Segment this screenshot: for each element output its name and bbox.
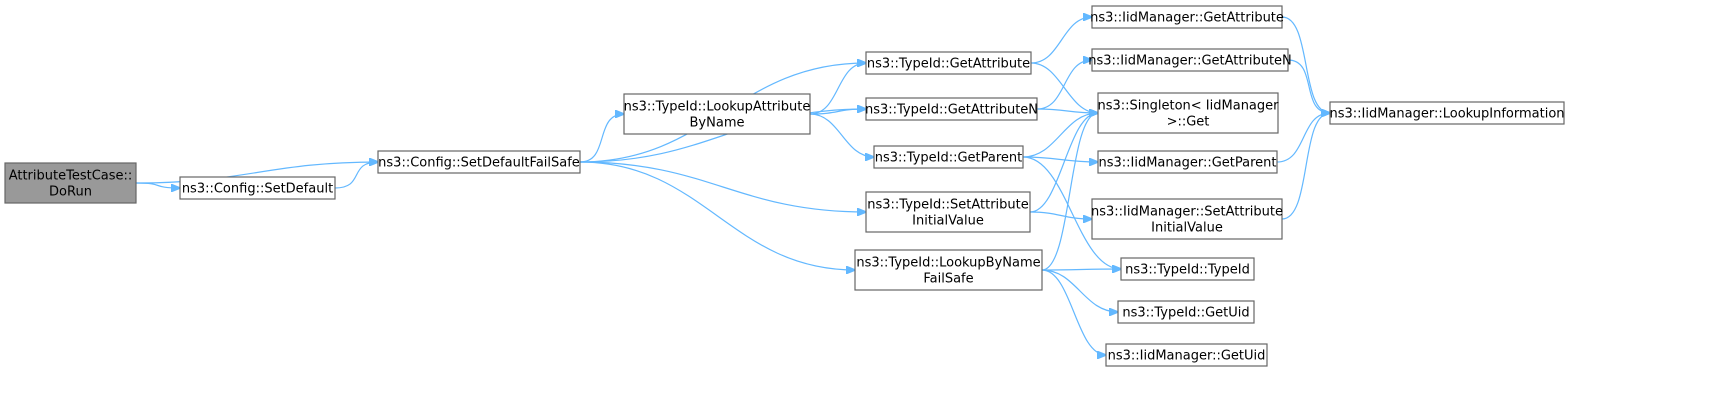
node-singleton_get[interactable]: ns3::Singleton< IidManager>::Get bbox=[1097, 92, 1279, 134]
node-box bbox=[179, 176, 336, 200]
node-label: ns3::IidManager::GetAttributeN bbox=[1088, 54, 1292, 69]
node-label: ns3::TypeId::GetAttribute bbox=[867, 57, 1030, 72]
edge-tid_setattrinit-to-iid_setattrinit bbox=[1029, 211, 1092, 219]
node-label: FailSafe bbox=[923, 272, 973, 287]
node-label: ns3::TypeId::LookupByName bbox=[856, 256, 1040, 271]
node-layer: AttributeTestCase::DoRun ns3::Config::Set… bbox=[4, 5, 1565, 367]
node-box bbox=[1097, 150, 1278, 174]
edge-setdefaultfailsafe-to-tid_setattrinit bbox=[579, 161, 866, 212]
node-tid_typeid[interactable]: ns3::TypeId::TypeId bbox=[1120, 257, 1255, 281]
node-label: DoRun bbox=[49, 185, 92, 200]
node-box bbox=[865, 97, 1038, 121]
node-label: ns3::IidManager::GetParent bbox=[1098, 156, 1276, 171]
node-label: ns3::Config::SetDefaultFailSafe bbox=[378, 156, 580, 171]
edge-lookupattrbyname-to-tid_getattributen bbox=[809, 109, 866, 115]
node-setdefault[interactable]: ns3::Config::SetDefault bbox=[179, 176, 336, 200]
edge-tid_lookupbyname-to-tid_typeid bbox=[1041, 269, 1121, 270]
node-label: AttributeTestCase:: bbox=[9, 169, 133, 184]
edge-setdefaultfailsafe-to-lookupattrbyname bbox=[579, 114, 624, 163]
node-label: InitialValue bbox=[1151, 221, 1223, 236]
node-label: ns3::IidManager::GetAttribute bbox=[1090, 11, 1284, 26]
edge-tid_lookupbyname-to-tid_getuid bbox=[1041, 269, 1118, 312]
edge-layer bbox=[135, 17, 1330, 355]
node-label: ns3::IidManager::LookupInformation bbox=[1329, 107, 1564, 122]
node-box bbox=[865, 51, 1032, 75]
edge-tid_getparent-to-tid_typeid bbox=[1022, 156, 1121, 269]
node-label: ns3::TypeId::GetUid bbox=[1122, 306, 1249, 321]
node-label: ns3::TypeId::SetAttribute bbox=[867, 198, 1029, 213]
node-label: ByName bbox=[690, 116, 745, 131]
edge-dorun-to-setdefaultfailsafe bbox=[135, 162, 378, 184]
edge-iid_getparent-to-iid_lookupinfo bbox=[1276, 113, 1330, 163]
edge-tid_lookupbyname-to-singleton_get bbox=[1041, 113, 1098, 271]
edge-tid_getparent-to-singleton_get bbox=[1022, 113, 1098, 158]
edge-tid_setattrinit-to-singleton_get bbox=[1029, 113, 1098, 213]
node-box bbox=[4, 162, 137, 204]
node-box bbox=[854, 249, 1043, 291]
node-label: ns3::TypeId::LookupAttribute bbox=[624, 100, 811, 115]
node-box bbox=[1097, 92, 1279, 134]
node-label: >::Get bbox=[1167, 115, 1210, 130]
node-iid_getuid[interactable]: ns3::IidManager::GetUid bbox=[1105, 343, 1268, 367]
node-iid_getattributen[interactable]: ns3::IidManager::GetAttributeN bbox=[1088, 48, 1292, 72]
node-label: ns3::IidManager::SetAttribute bbox=[1091, 205, 1283, 220]
node-label: ns3::Config::SetDefault bbox=[182, 182, 333, 197]
node-box bbox=[1117, 300, 1255, 324]
edge-setdefaultfailsafe-to-tid_lookupbyname bbox=[579, 161, 855, 270]
node-box bbox=[1091, 48, 1289, 72]
node-setdefaultfailsafe[interactable]: ns3::Config::SetDefaultFailSafe bbox=[377, 150, 581, 174]
edge-dorun-to-setdefault bbox=[135, 182, 180, 188]
node-tid_getuid[interactable]: ns3::TypeId::GetUid bbox=[1117, 300, 1255, 324]
node-label: ns3::TypeId::TypeId bbox=[1125, 263, 1250, 278]
edge-lookupattrbyname-to-tid_getparent bbox=[809, 113, 874, 157]
node-box bbox=[865, 191, 1031, 233]
edge-iid_setattrinit-to-iid_lookupinfo bbox=[1281, 113, 1330, 220]
node-tid_getparent[interactable]: ns3::TypeId::GetParent bbox=[873, 145, 1024, 169]
node-label: ns3::IidManager::GetUid bbox=[1108, 349, 1266, 364]
node-iid_setattrinit[interactable]: ns3::IidManager::SetAttributeInitialValu… bbox=[1091, 198, 1283, 240]
node-tid_getattribute[interactable]: ns3::TypeId::GetAttribute bbox=[865, 51, 1032, 75]
node-iid_getparent[interactable]: ns3::IidManager::GetParent bbox=[1097, 150, 1278, 174]
node-label: ns3::TypeId::GetParent bbox=[875, 151, 1023, 166]
node-dorun[interactable]: AttributeTestCase::DoRun bbox=[4, 162, 137, 204]
node-label: InitialValue bbox=[912, 214, 984, 229]
node-box bbox=[1105, 343, 1268, 367]
edge-tid_getattributen-to-iid_getattributen bbox=[1036, 60, 1092, 110]
node-box bbox=[1091, 198, 1283, 240]
node-iid_getattribute[interactable]: ns3::IidManager::GetAttribute bbox=[1090, 5, 1284, 29]
node-iid_lookupinfo[interactable]: ns3::IidManager::LookupInformation bbox=[1329, 101, 1565, 125]
node-box bbox=[1329, 101, 1565, 125]
edge-setdefault-to-setdefaultfailsafe bbox=[334, 162, 378, 189]
edge-iid_getattributen-to-iid_lookupinfo bbox=[1287, 59, 1330, 113]
edge-tid_getattribute-to-singleton_get bbox=[1030, 62, 1098, 113]
node-label: ns3::TypeId::GetAttributeN bbox=[865, 103, 1038, 118]
edge-lookupattrbyname-to-tid_getattribute bbox=[809, 63, 866, 115]
edge-tid_getparent-to-iid_getparent bbox=[1022, 156, 1098, 162]
node-tid_getattributen[interactable]: ns3::TypeId::GetAttributeN bbox=[865, 97, 1038, 121]
edge-tid_lookupbyname-to-iid_getuid bbox=[1041, 269, 1106, 355]
node-box bbox=[623, 93, 811, 135]
edge-tid_getattribute-to-iid_getattribute bbox=[1030, 17, 1092, 64]
node-box bbox=[1091, 5, 1283, 29]
node-box bbox=[873, 145, 1024, 169]
node-box bbox=[1120, 257, 1255, 281]
node-box bbox=[377, 150, 581, 174]
node-label: ns3::Singleton< IidManager bbox=[1097, 99, 1279, 114]
